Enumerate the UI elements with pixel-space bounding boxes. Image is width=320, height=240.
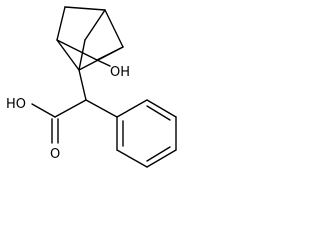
bond-ch-to-carboxyl bbox=[54, 99, 87, 118]
bond-cage-5 bbox=[104, 9, 124, 48]
bond-cage-1 bbox=[64, 6, 106, 11]
bicyclic-cage bbox=[56, 6, 124, 71]
structure-diagram: OH HO O bbox=[0, 0, 194, 180]
ring-bond-2 bbox=[146, 99, 177, 118]
bond-cage-7 bbox=[78, 39, 86, 71]
ring-double-2 bbox=[146, 105, 171, 121]
bond-cage-2 bbox=[56, 6, 66, 41]
ring-bond-4 bbox=[146, 149, 177, 168]
molecule-drawing: OH HO O bbox=[6, 6, 177, 168]
ring-bond-1 bbox=[116, 99, 148, 118]
bond-cage-3 bbox=[56, 39, 80, 71]
bond-cage-to-ch bbox=[78, 69, 87, 101]
ring-double-3 bbox=[146, 146, 171, 162]
hydroxyl-label: OH bbox=[110, 65, 130, 80]
ring-bond-5 bbox=[116, 149, 148, 168]
carboxylic-hydroxyl-label: HO bbox=[6, 97, 26, 112]
bond-cage-8 bbox=[56, 39, 98, 61]
phenyl-ring bbox=[116, 99, 177, 168]
bond-c-oh bbox=[96, 59, 111, 67]
bond-cage-9 bbox=[96, 46, 124, 61]
bond-carboxyl-oh bbox=[31, 103, 56, 118]
carbonyl-oxygen-label: O bbox=[50, 147, 60, 162]
bond-ch-to-phenyl bbox=[85, 99, 118, 118]
bond-cage-6 bbox=[84, 9, 106, 41]
